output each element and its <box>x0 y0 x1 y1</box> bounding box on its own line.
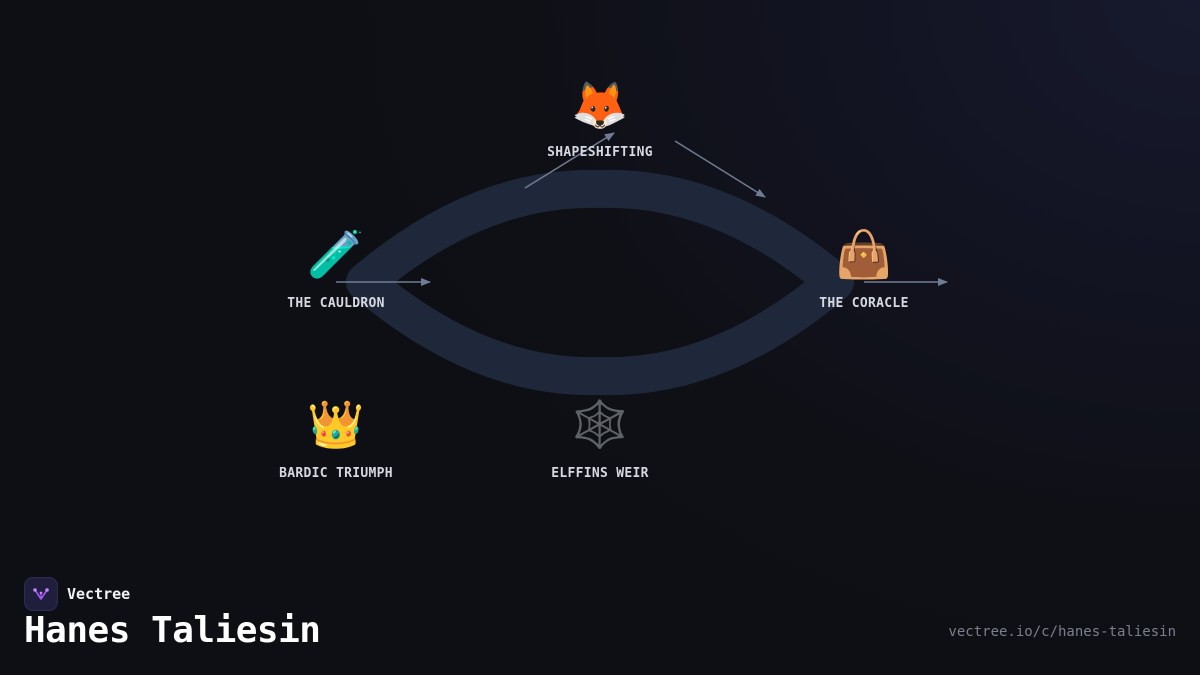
vectree-logo-icon <box>24 577 58 611</box>
node-label-elffins-weir: ELFFINS WEIR <box>551 466 649 481</box>
cycle-loop <box>346 169 854 396</box>
brand[interactable]: Vectree <box>24 577 130 611</box>
arrow-to-shapeshifting <box>524 132 615 189</box>
node-elffins-weir[interactable]: 🕸️ ELFFINS WEIR <box>551 397 649 481</box>
node-the-cauldron[interactable]: 🧪 THE CAULDRON <box>287 227 385 311</box>
arrow-shapeshifting-to-coracle <box>674 140 766 198</box>
node-label-the-cauldron: THE CAULDRON <box>287 296 385 311</box>
node-the-coracle[interactable]: 👜 THE CORACLE <box>819 227 908 311</box>
page-title: Hanes Taliesin <box>24 610 321 651</box>
node-label-bardic-triumph: BARDIC TRIUMPH <box>279 466 393 481</box>
brand-name: Vectree <box>67 585 131 603</box>
node-bardic-triumph[interactable]: 👑 BARDIC TRIUMPH <box>279 397 393 481</box>
fox-icon: 🦊 <box>571 78 628 132</box>
spider-web-icon: 🕸️ <box>571 397 628 451</box>
test-tube-icon: 🧪 <box>307 227 364 281</box>
node-shapeshifting[interactable]: 🦊 SHAPESHIFTING <box>547 78 653 160</box>
handbag-icon: 👜 <box>835 227 892 281</box>
page-url[interactable]: vectree.io/c/hanes-taliesin <box>948 624 1176 640</box>
node-label-shapeshifting: SHAPESHIFTING <box>547 145 653 160</box>
crown-icon: 👑 <box>307 397 364 451</box>
node-label-the-coracle: THE CORACLE <box>819 296 908 311</box>
